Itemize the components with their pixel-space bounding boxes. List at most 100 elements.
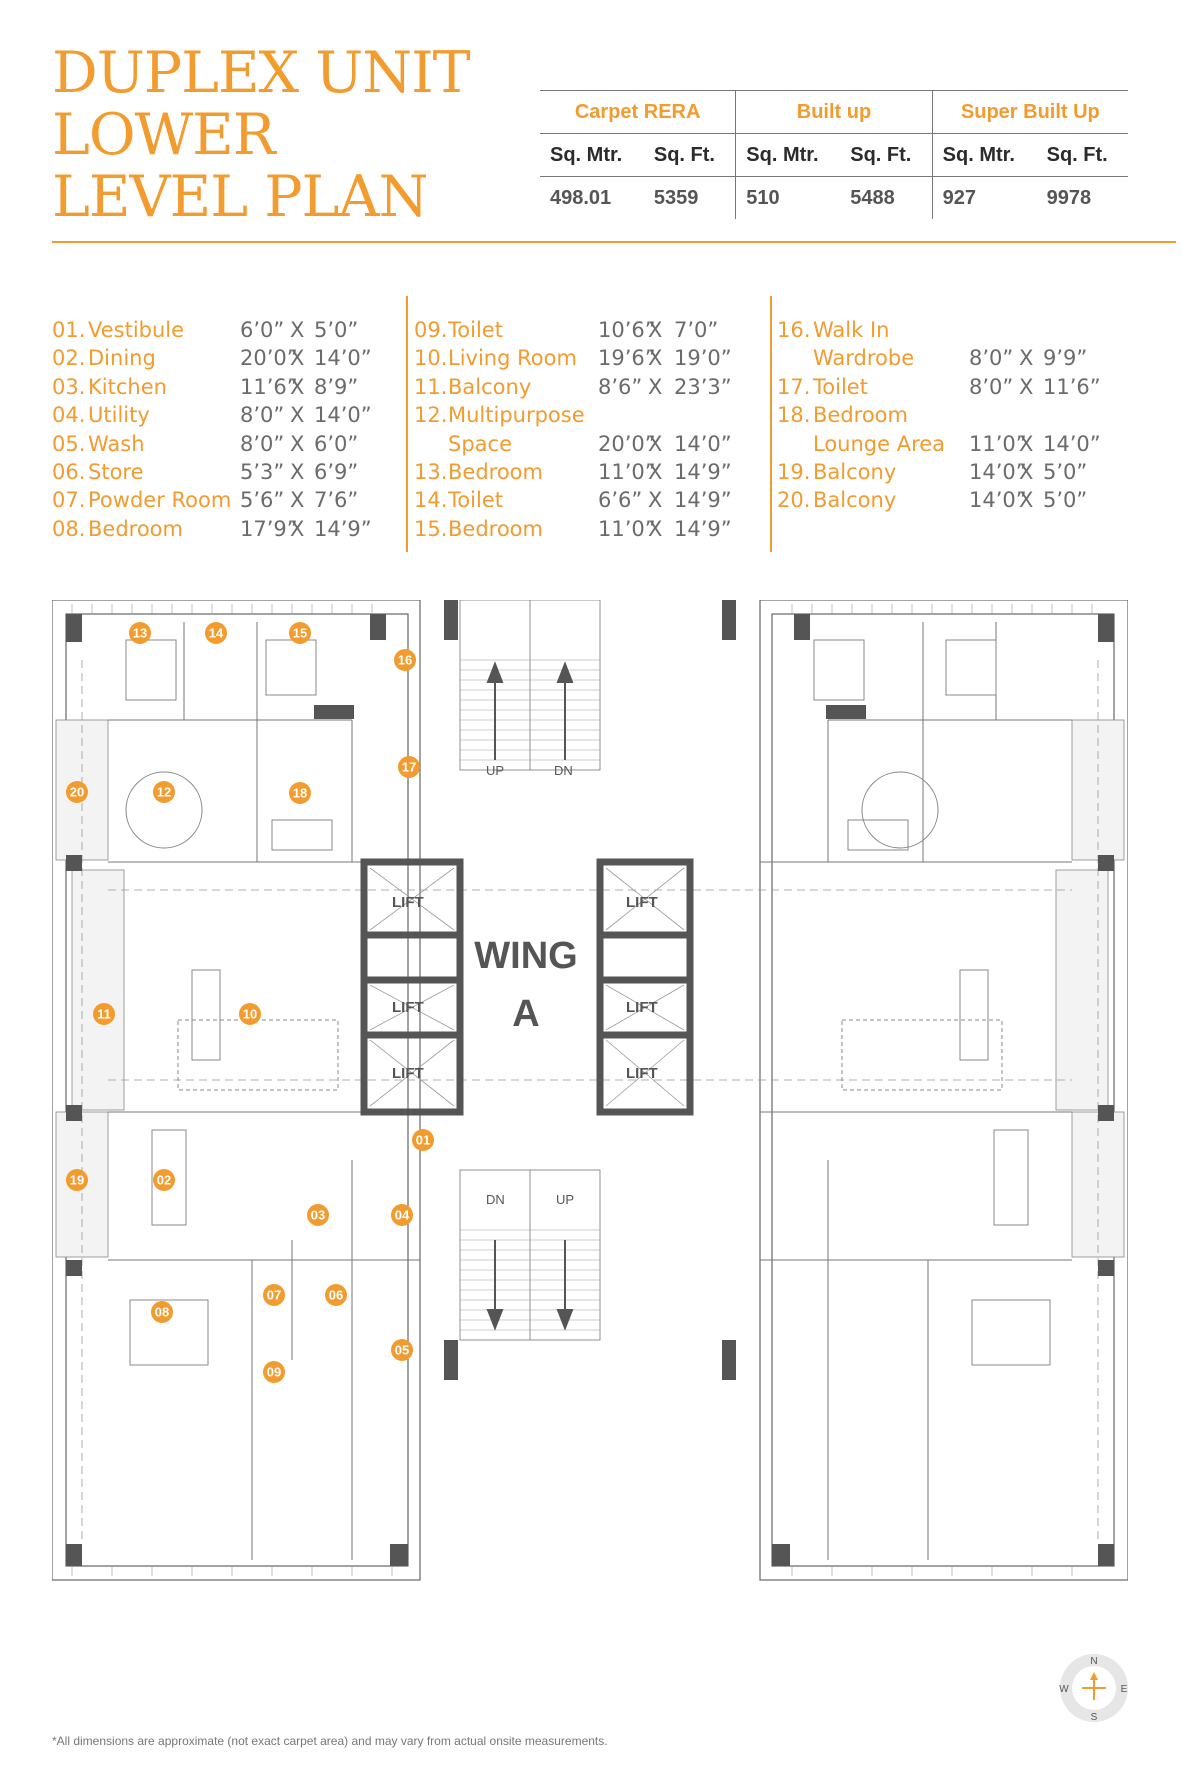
dimension-x: X <box>1019 374 1034 399</box>
schedule-divider <box>770 296 772 552</box>
dimension-x: X <box>648 431 663 456</box>
room-dimension-length: 7’0” <box>674 318 719 342</box>
floor-plan: LIFT LIFT LIFT LIFT LIFT LIFT WING A UP … <box>52 600 1128 1581</box>
staircase-top <box>459 600 601 771</box>
room-dimension-width: 6’0” <box>240 318 285 342</box>
room-number: 13. <box>414 459 448 484</box>
room-number: 12. <box>414 403 448 428</box>
room-dimension-width: 14’0” <box>969 488 1027 513</box>
dimension-x: X <box>1019 459 1034 484</box>
room-dimension-width: 11’0” <box>969 431 1027 456</box>
sub-header: Sq. Ft. <box>1036 133 1128 177</box>
room-name: Balcony <box>813 488 897 513</box>
room-number: 20. <box>777 488 811 513</box>
room-dimension-length: 14’0” <box>314 403 372 428</box>
room-marker-10: 10 <box>243 1007 257 1022</box>
dimension-x: X <box>290 346 305 371</box>
room-marker-circle <box>66 781 88 803</box>
room-dimension-width: 20’0” <box>240 346 298 371</box>
wing-letter: A <box>512 993 539 1035</box>
room-number: 02. <box>52 346 86 371</box>
sub-header: Sq. Mtr. <box>540 133 644 177</box>
area-table-subheader-row: Sq. Mtr. Sq. Ft. Sq. Mtr. Sq. Ft. Sq. Mt… <box>540 133 1128 177</box>
room-number: 08. <box>52 516 86 541</box>
stair-down-label: DN <box>486 1192 505 1207</box>
dimension-x: X <box>648 346 663 371</box>
room-marker-circle <box>151 1301 173 1323</box>
room-schedule-row: 16.Walk In <box>777 318 1127 346</box>
room-dimension-length: 6’0” <box>314 431 359 456</box>
room-marker-11: 11 <box>97 1007 111 1022</box>
compass-w: W <box>1059 1684 1069 1695</box>
dimension-x: X <box>648 318 663 342</box>
room-name: Toilet <box>448 488 503 513</box>
room-number: 11. <box>414 374 448 399</box>
room-number: 03. <box>52 374 86 399</box>
stair-up-label: UP <box>556 1192 574 1207</box>
header-divider <box>52 241 1176 243</box>
room-marker-circle <box>289 622 311 644</box>
header-carpet-rera: Carpet RERA <box>540 90 736 134</box>
room-name: Kitchen <box>88 374 167 399</box>
room-dimension-width: 5’6” <box>240 488 285 513</box>
left-unit-outline <box>52 600 421 1581</box>
room-dimension-length: 8’9” <box>314 374 359 399</box>
room-marker-06: 06 <box>329 1288 343 1303</box>
dimension-x: X <box>1019 346 1034 371</box>
dimension-x: X <box>1019 488 1034 513</box>
lift-label: LIFT <box>626 999 658 1016</box>
dimension-x: X <box>648 374 663 399</box>
room-number: 10. <box>414 346 448 371</box>
room-dimension-length: 5’0” <box>314 318 359 342</box>
room-dimension-length: 14’9” <box>314 516 372 541</box>
room-name: Balcony <box>813 459 897 484</box>
room-dimension-width: 8’0” <box>240 431 285 456</box>
lift-label: LIFT <box>626 1065 658 1082</box>
room-marker-circle <box>391 1204 413 1226</box>
sub-header: Sq. Mtr. <box>931 133 1037 177</box>
room-number: 04. <box>52 403 86 428</box>
room-name: Lounge Area <box>813 431 946 456</box>
room-dimension-width: 8’6” <box>598 374 643 399</box>
title-line-1: DUPLEX UNIT <box>52 40 471 106</box>
room-marker-circle <box>263 1284 285 1306</box>
area-table-values-row: 498.01 5359 510 5488 927 9978 <box>540 176 1128 219</box>
dimension-x: X <box>290 374 305 399</box>
schedule-divider <box>406 296 408 552</box>
title-line-2: LOWER <box>52 102 276 168</box>
header-built-up: Built up <box>735 90 933 134</box>
room-number: 01. <box>52 318 86 342</box>
room-marker-circle <box>93 1003 115 1025</box>
room-marker-07: 07 <box>267 1288 281 1303</box>
room-marker-circle <box>289 782 311 804</box>
room-number: 18. <box>777 403 811 428</box>
room-name: Wash <box>88 431 145 456</box>
room-dimension-width: 20’0” <box>598 431 656 456</box>
sub-header: Sq. Ft. <box>840 133 933 177</box>
area-value: 5488 <box>850 186 895 209</box>
balcony-11 <box>71 869 125 1111</box>
room-dimension-width: 8’0” <box>969 374 1014 399</box>
room-marker-14: 14 <box>209 626 224 641</box>
room-name: Bedroom <box>88 516 183 541</box>
lift-core-left <box>360 858 464 1116</box>
dimension-x: X <box>648 459 663 484</box>
room-marker-05: 05 <box>395 1343 409 1358</box>
room-marker-01: 01 <box>416 1133 430 1148</box>
room-number: 09. <box>414 318 448 342</box>
room-name: Wardrobe <box>813 346 915 371</box>
room-dimension-length: 11’6” <box>1043 374 1101 399</box>
room-number: 16. <box>777 318 811 342</box>
right-unit-outline <box>759 600 1128 1581</box>
room-number: 06. <box>52 459 86 484</box>
room-number: 05. <box>52 431 86 456</box>
room-name: Walk In <box>813 318 890 342</box>
header-super-built-up: Super Built Up <box>931 90 1128 134</box>
room-name: Store <box>88 459 144 484</box>
room-number: 14. <box>414 488 448 513</box>
room-dimension-width: 17’9” <box>240 516 298 541</box>
